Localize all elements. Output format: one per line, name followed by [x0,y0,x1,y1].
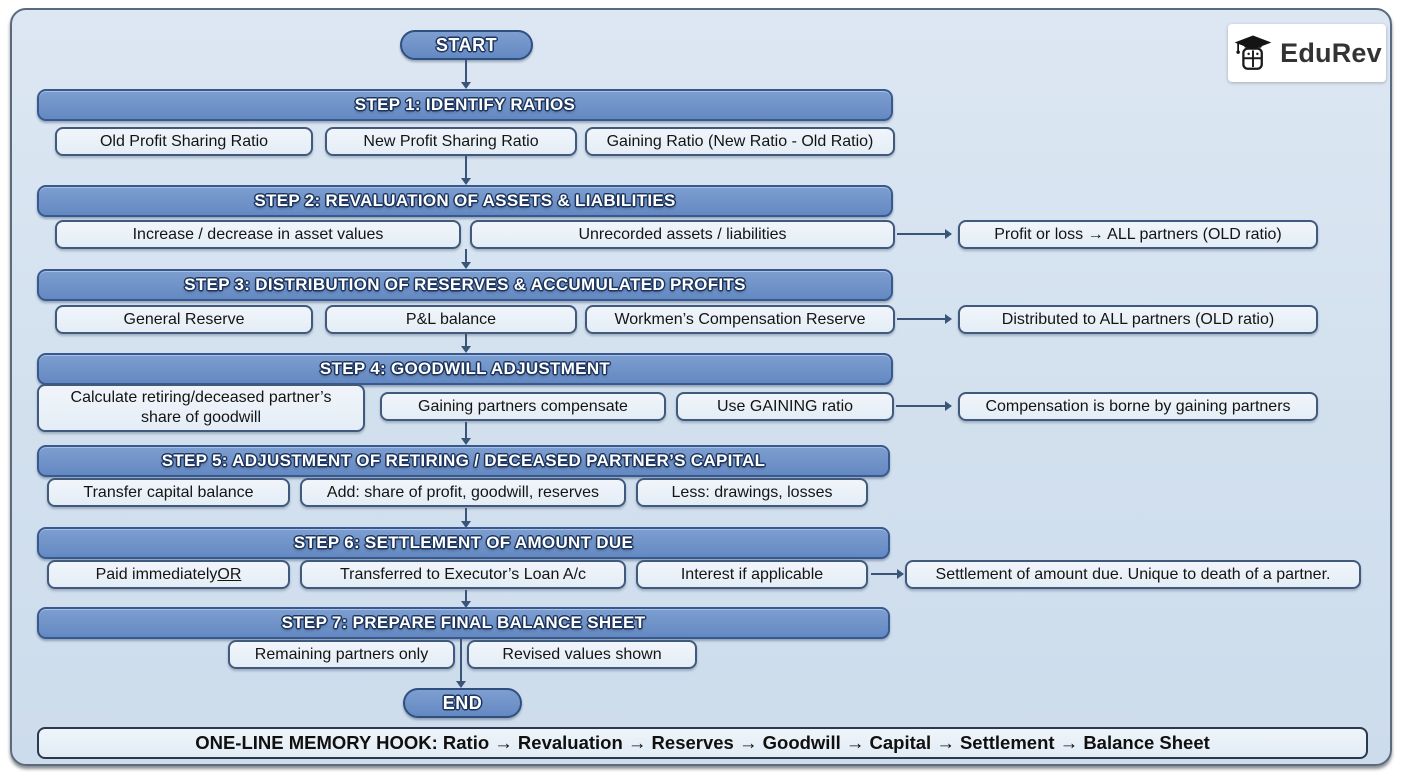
step-1-item-1: New Profit Sharing Ratio [325,127,577,156]
step-5-item-1: Add: share of profit, goodwill, reserves [300,478,626,507]
arrow-step4-to-side [896,401,952,411]
step-6-item-2: Interest if applicable [636,560,868,589]
arrow-step3-to-side [897,314,952,324]
step-2-bar: STEP 2: REVALUATION OF ASSETS & LIABILIT… [37,185,893,217]
graduation-cap-icon [1232,32,1274,74]
step-6-bar: STEP 6: SETTLEMENT OF AMOUNT DUE [37,527,890,559]
step-4-item-1: Gaining partners compensate [380,392,666,421]
step-2-side-note: Profit or loss → ALL partners (OLD ratio… [958,220,1318,249]
step-6-side-note: Settlement of amount due. Unique to deat… [905,560,1361,589]
step-3-side-note: Distributed to ALL partners (OLD ratio) [958,305,1318,334]
step-2-item-1: Unrecorded assets / liabilities [470,220,895,249]
arrow-step4-to-step5 [461,422,471,445]
step-1-item-0: Old Profit Sharing Ratio [55,127,313,156]
step-7-item-0: Remaining partners only [228,640,455,669]
step-3-bar: STEP 3: DISTRIBUTION OF RESERVES & ACCUM… [37,269,893,301]
step-2-item-0: Increase / decrease in asset values [55,220,461,249]
end-node: END [403,688,522,718]
step-1-bar: STEP 1: IDENTIFY RATIOS [37,89,893,121]
step-1-item-2: Gaining Ratio (New Ratio - Old Ratio) [585,127,895,156]
arrow-step3-to-step4 [461,334,471,353]
step-6-item-1: Transferred to Executor’s Loan A/c [300,560,626,589]
arrow-step6-to-step7 [461,590,471,608]
step-3-item-1: P&L balance [325,305,577,334]
logo-text: EduRev [1280,37,1382,68]
step-5-bar: STEP 5: ADJUSTMENT OF RETIRING / DECEASE… [37,445,890,477]
arrow-step1-to-step2 [461,156,471,185]
step-4-item-0: Calculate retiring/deceased partner’s sh… [37,384,365,432]
edurev-logo: EduRev [1228,24,1386,82]
step-4-side-note: Compensation is borne by gaining partner… [958,392,1318,421]
step-4-item-2: Use GAINING ratio [676,392,894,421]
step-5-item-2: Less: drawings, losses [636,478,868,507]
arrow-step7-to-end [456,639,466,688]
arrow-step5-to-step6 [461,508,471,528]
step-3-item-0: General Reserve [55,305,313,334]
arrow-start-to-step1 [461,60,471,89]
step-3-item-2: Workmen’s Compensation Reserve [585,305,895,334]
step-6-item-0-or: OR [217,565,242,583]
step-7-item-1: Revised values shown [467,640,697,669]
start-node: START [400,30,533,60]
step-6-item-0-text: Paid immediately [95,565,218,583]
step-4-bar: STEP 4: GOODWILL ADJUSTMENT [37,353,893,385]
arrow-step6-to-side [871,569,904,579]
step-7-bar: STEP 7: PREPARE FINAL BALANCE SHEET [37,607,890,639]
step-5-item-0: Transfer capital balance [47,478,290,507]
step-6-item-0: Paid immediately OR [47,560,290,589]
arrow-step2-to-side [897,229,952,239]
arrow-step2-to-step3 [461,249,471,269]
memory-hook-bar: ONE-LINE MEMORY HOOK: Ratio → Revaluatio… [37,727,1368,759]
